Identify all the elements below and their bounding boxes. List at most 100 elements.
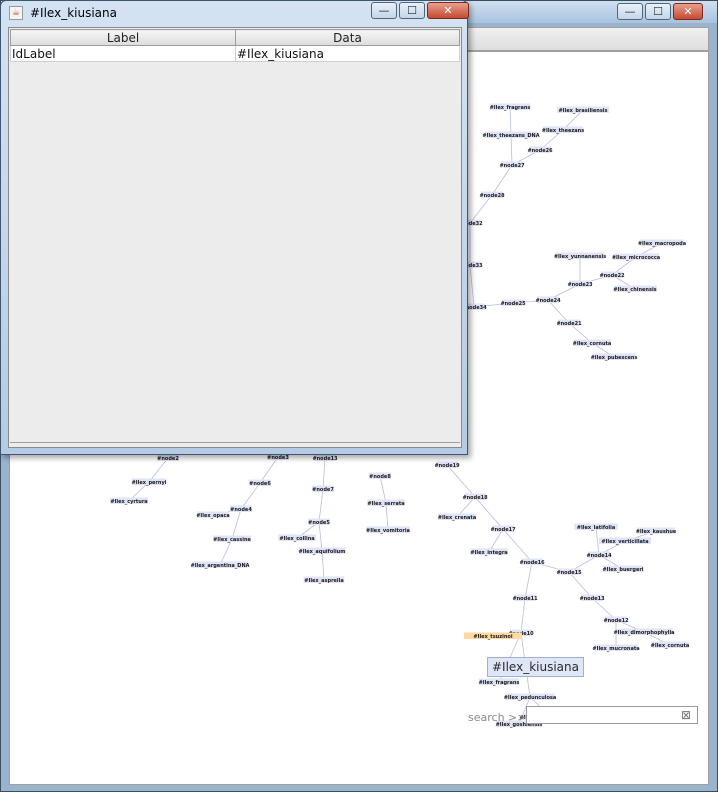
graph-node[interactable]: #Ilex_asprella (303, 576, 345, 584)
selected-node-label[interactable]: #Ilex_kiusiana (487, 657, 584, 677)
graph-node[interactable]: #Ilex_cyrtura (110, 497, 148, 505)
search-input[interactable] (526, 706, 698, 724)
graph-node[interactable]: #node7 (312, 485, 334, 493)
column-header-data[interactable]: Data (235, 29, 460, 46)
graph-node[interactable]: #node13 (579, 594, 605, 602)
graph-node[interactable]: #Ilex_latifolia (574, 523, 618, 531)
graph-node-label: #node15 (556, 570, 582, 576)
graph-node[interactable]: #Ilex_serrata (367, 499, 405, 507)
graph-node-box (470, 548, 508, 555)
graph-node[interactable]: #Ilex_verticillata (598, 537, 652, 545)
graph-node[interactable]: #node14 (586, 551, 612, 559)
clear-search-icon[interactable]: ⊠ (681, 708, 692, 722)
graph-node-box (569, 280, 591, 287)
graph-node[interactable]: #node27 (499, 161, 525, 169)
graph-node[interactable]: #Ilex_dimorphophylla (613, 628, 675, 636)
graph-node-box (637, 527, 675, 534)
graph-node[interactable]: #Ilex_goshiensis (496, 720, 543, 728)
graph-node[interactable]: #node25 (500, 299, 526, 307)
graph-node[interactable]: #node2 (157, 454, 179, 462)
graph-node[interactable]: #Ilex_pubescens (591, 353, 638, 361)
graph-node[interactable]: #node11 (512, 594, 538, 602)
graph-node[interactable]: #Ilex_cornuta (651, 641, 690, 649)
graph-node[interactable]: #Ilex_fragrans (479, 678, 520, 686)
graph-node[interactable]: #node18 (462, 493, 488, 501)
graph-node[interactable]: #Ilex_fragrans (490, 103, 531, 111)
graph-node[interactable]: #node13 (312, 454, 338, 462)
graph-node[interactable]: #Ilex_crenata (438, 513, 476, 521)
graph-node-box (598, 537, 652, 544)
graph-node-box (463, 303, 485, 310)
graph-node[interactable]: #Ilex_pedunculosa (504, 693, 557, 701)
graph-node[interactable]: #Ilex_cornuta (573, 339, 612, 347)
graph-node[interactable]: #node16 (519, 558, 545, 566)
graph-node-box (157, 454, 179, 461)
graph-node-label: #node25 (500, 301, 526, 307)
graph-node[interactable]: #node34 (461, 303, 487, 311)
graph-node-label: #node11 (512, 596, 538, 602)
graph-edge (474, 496, 504, 530)
graph-node[interactable]: #Ilex_tsuzinoi (464, 632, 522, 640)
graph-node[interactable]: #Ilex_mucronata (592, 644, 640, 652)
graph-node[interactable]: #node21 (556, 319, 582, 327)
graph-node-box (308, 518, 330, 525)
graph-node[interactable]: #Ilex_collina (278, 534, 316, 542)
graph-node[interactable]: #Ilex_theezans_DNA (482, 131, 540, 139)
graph-node[interactable]: #node12 (603, 616, 629, 624)
graph-node[interactable]: #node23 (567, 280, 593, 288)
graph-node[interactable]: #Ilex_theezans (542, 126, 584, 134)
graph-node[interactable]: #Ilex_buergeri (602, 565, 644, 573)
main-minimize-button[interactable]: — (617, 3, 643, 20)
graph-node-label: #Ilex_macropoda (638, 241, 686, 247)
graph-node-label: #node14 (586, 553, 612, 559)
graph-node[interactable]: #Ilex_macropoda (638, 239, 686, 247)
main-maximize-button[interactable]: ☐ (645, 3, 671, 20)
graph-node[interactable]: #Ilex_brasiliensis (556, 106, 610, 114)
graph-node[interactable]: #node17 (490, 525, 516, 533)
graph-node-box (558, 319, 580, 326)
graph-node[interactable]: #Ilex_opaca (196, 511, 230, 519)
attr-close-button[interactable]: ✕ (427, 2, 469, 19)
graph-node-label: #node18 (462, 495, 488, 501)
graph-node[interactable]: #node4 (230, 505, 252, 513)
graph-node[interactable]: #node26 (527, 146, 553, 154)
cell-label[interactable]: IdLabel (10, 45, 236, 62)
graph-node[interactable]: #Ilex_aquifolium (299, 547, 346, 555)
cell-data[interactable]: #Ilex_kiusiana (235, 45, 460, 62)
graph-node-label: #Ilex_verticillata (601, 539, 648, 545)
graph-node[interactable]: #Ilex_yunnanensis (554, 252, 606, 260)
column-header-label[interactable]: Label (10, 29, 236, 46)
graph-edge (502, 528, 533, 563)
graph-node-box (464, 632, 522, 639)
graph-edge (524, 561, 533, 599)
graph-node-box (521, 558, 543, 565)
graph-node[interactable]: #Ilex_integra (470, 548, 508, 556)
graph-node[interactable]: #node8 (369, 472, 391, 480)
graph-node[interactable]: #node19 (434, 461, 460, 469)
graph-node[interactable]: #Ilex_pernyi (132, 478, 167, 486)
graph-node[interactable]: #node6 (249, 479, 271, 487)
attr-minimize-button[interactable]: — (371, 2, 397, 19)
graph-edge (518, 696, 531, 725)
graph-svg[interactable]: #Ilex_fragrans #Ilex_brasiliensis #Ilex_th… (10, 52, 709, 785)
graph-node[interactable]: #node32 (457, 219, 483, 227)
graph-node[interactable]: #node28 (479, 191, 505, 199)
graph-node[interactable]: #node33 (457, 261, 483, 269)
graph-node[interactable]: #node22 (599, 271, 625, 279)
graph-node[interactable]: #node24 (535, 296, 561, 304)
table-row[interactable]: IdLabel #Ilex_kiusiana (10, 45, 460, 62)
graph-node[interactable]: #Ilex_vomitoria (366, 526, 410, 534)
graph-node[interactable]: #node5 (308, 518, 330, 526)
graph-node[interactable]: #Ilex_chinensis (613, 285, 657, 293)
graph-node[interactable]: #Ilex_argentina_DNA (191, 561, 250, 569)
main-close-button[interactable]: ✕ (673, 3, 703, 20)
graph-node[interactable]: #Ilex_cassine (213, 535, 252, 543)
attr-maximize-button[interactable]: ☐ (399, 2, 425, 19)
graph-node[interactable]: #Ilex_kaushue (636, 527, 677, 535)
graph-node-label: #Ilex_micrococca (612, 255, 660, 261)
graph-node-box (514, 594, 536, 601)
graph-node-box (481, 191, 503, 198)
graph-node[interactable]: #node3 (267, 453, 289, 461)
graph-node[interactable]: #Ilex_micrococca (612, 253, 660, 261)
graph-node[interactable]: #node15 (556, 568, 582, 576)
